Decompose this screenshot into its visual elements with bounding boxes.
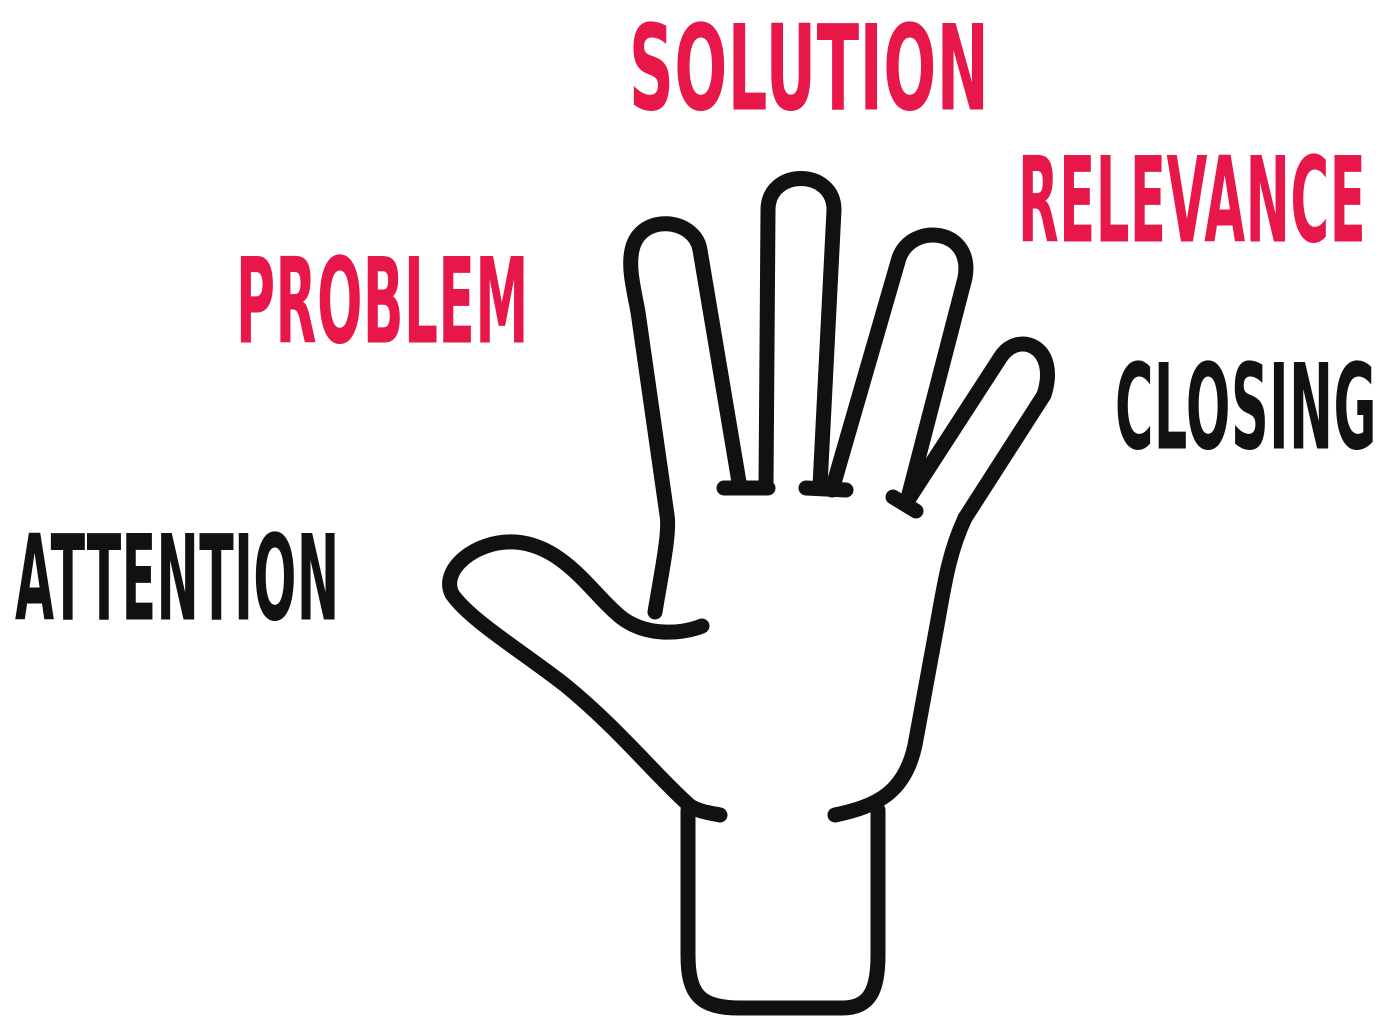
palm-right-outline [835,518,965,815]
label-relevance: RELEVANCE [1018,142,1366,261]
label-closing: CLOSING [1115,349,1377,468]
wrist-outline [688,810,878,1008]
label-solution: SOLUTION [629,10,989,129]
middle-finger-outline [766,179,834,487]
ring-finger-outline [832,235,966,498]
label-problem: PROBLEM [236,243,529,362]
label-attention: ATTENTION [15,520,340,639]
knuckle-mark-middle [806,488,846,490]
index-finger-outline [631,224,740,612]
thumb-outline [450,542,720,815]
